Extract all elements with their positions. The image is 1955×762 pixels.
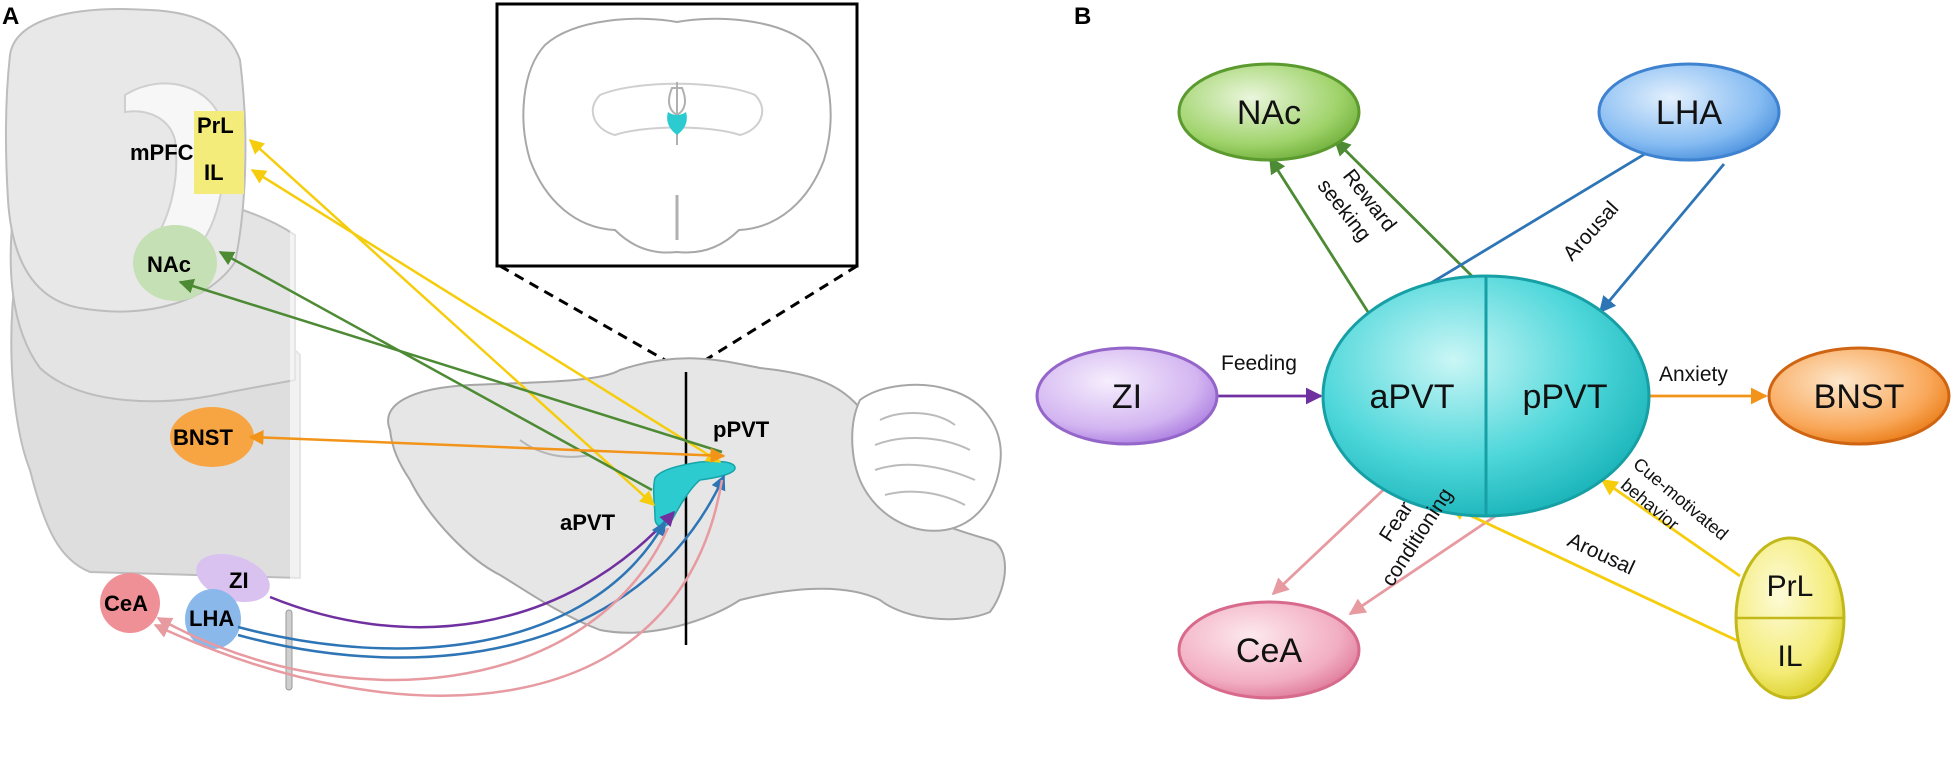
arrow-a-pvt-to-cea-1 <box>156 527 670 682</box>
section-fade <box>290 150 330 600</box>
bnst-blob <box>170 407 254 467</box>
arrow-a-pvt-to-cea-2 <box>153 479 724 697</box>
node-cea <box>1177 600 1361 700</box>
node-lha-label: LHA <box>1656 94 1722 132</box>
node-cea-label: CeA <box>1236 632 1302 670</box>
arrow-b-apvt-to-cea <box>1271 474 1399 596</box>
cerebellum-folia <box>874 412 976 506</box>
edge-label-cue-motivated: Cue-motivated behavior <box>1614 454 1736 566</box>
edge-label-reward-seeking: Reward seeking <box>1313 159 1405 257</box>
label-a-mpfc: mPFC <box>130 140 194 165</box>
arrow-a-pvt-bnst <box>248 430 726 463</box>
section-midline-mark <box>285 609 293 691</box>
edge-label-arousal-prl: Arousal <box>1564 529 1638 580</box>
node-lha <box>1597 62 1781 162</box>
label-a-zi: ZI <box>229 568 249 593</box>
arrow-b-ppvt-to-cea <box>1348 498 1520 616</box>
label-a-apvt: aPVT <box>560 510 616 535</box>
node-nac-label: NAc <box>1237 94 1301 132</box>
edge-label-arousal-lha: Arousal <box>1559 197 1624 265</box>
edge-label-anxiety: Anxiety <box>1659 363 1728 386</box>
node-zi-label: ZI <box>1112 378 1142 416</box>
arrow-a-pvt-to-nac-2 <box>178 278 723 454</box>
lha-blob <box>185 589 241 649</box>
arrow-a-lha-to-apvt <box>237 520 667 650</box>
arrow-b-lha-to-ppvt <box>1598 163 1726 314</box>
label-a-ppvt: pPVT <box>713 417 770 442</box>
node-bnst-label: BNST <box>1814 378 1905 416</box>
panel-a-label: A <box>2 3 19 30</box>
inset-dash-right <box>685 264 858 374</box>
label-a-lha: LHA <box>189 606 234 631</box>
panel-b-label: B <box>1074 3 1091 30</box>
node-bnst <box>1767 346 1951 446</box>
panel-b: B NAc LHA ZI BNST CeA aPVT <box>1035 3 1951 700</box>
label-a-prl: PrL <box>197 113 234 138</box>
node-ppvt-label: pPVT <box>1522 378 1607 416</box>
label-a-il: IL <box>204 160 224 185</box>
node-il-label: IL <box>1777 640 1802 673</box>
arrow-b-ppvt-to-nac <box>1333 138 1493 297</box>
node-nac <box>1177 62 1361 162</box>
node-zi <box>1035 346 1219 446</box>
edge-label-feeding: Feeding <box>1221 352 1297 375</box>
panel-a: A <box>2 2 1006 697</box>
arrow-a-pvt-to-il <box>250 168 722 464</box>
node-prl-il: PrL IL <box>1734 536 1846 700</box>
inset-pvt-highlight <box>667 112 687 135</box>
label-a-cea: CeA <box>104 591 148 616</box>
node-pvt: aPVT pPVT <box>1321 274 1651 518</box>
nac-blob <box>133 225 217 301</box>
prl-il-box <box>194 111 244 194</box>
arrow-b-apvt-to-nac <box>1268 156 1370 313</box>
node-prl-label: PrL <box>1767 570 1814 603</box>
label-a-nac: NAc <box>147 252 191 277</box>
label-a-bnst: BNST <box>173 425 233 450</box>
coronal-brain-sections <box>4 8 330 691</box>
arrow-a-lha-to-ppvt <box>237 474 726 659</box>
cea-blob <box>100 573 160 633</box>
arrow-b-prl-to-apvt <box>1448 504 1739 643</box>
inset-inner-outline <box>591 82 764 137</box>
arrow-b-prl-to-ppvt <box>1600 478 1741 578</box>
panel-a-arrows <box>153 138 726 697</box>
arrow-a-zi-to-pvt <box>269 510 675 629</box>
node-apvt-label: aPVT <box>1369 378 1454 416</box>
inset-coronal-section <box>495 2 859 374</box>
sagittal-brain <box>387 357 1006 645</box>
inset-dash-left <box>499 264 687 374</box>
